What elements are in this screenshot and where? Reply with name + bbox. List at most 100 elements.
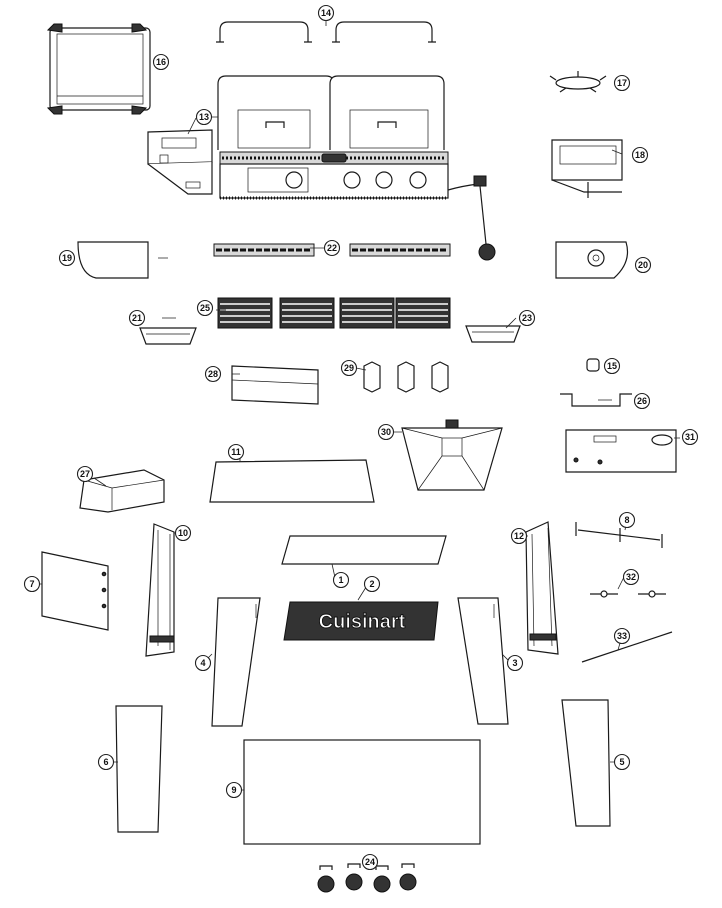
callout-label: 31	[685, 432, 695, 442]
part-right-leg	[561, 699, 611, 827]
callout-label: 20	[638, 260, 648, 270]
part-side-burner-grate	[549, 71, 607, 93]
part-side-burner-box	[565, 429, 677, 473]
callout-26: 26	[633, 392, 651, 410]
callout-label: 21	[132, 313, 142, 323]
part-gas-regulator	[447, 175, 496, 261]
callout-12: 12	[510, 527, 528, 545]
part-burners	[213, 243, 451, 257]
callout-29: 29	[340, 359, 358, 377]
callout-label: 13	[199, 112, 209, 122]
callout-10: 10	[174, 524, 192, 542]
part-side-shelf-front-right	[555, 241, 629, 279]
callout-label: 9	[231, 785, 236, 795]
part-control-housing	[79, 469, 165, 513]
callout-21: 21	[128, 309, 146, 327]
brand-logo: Cuisinart	[319, 611, 406, 633]
callout-label: 30	[381, 427, 391, 437]
callout-25: 25	[196, 299, 214, 317]
callout-9: 9	[225, 781, 243, 799]
part-bottom-panel	[243, 739, 481, 845]
callout-label: 3	[512, 658, 517, 668]
part-axle-assembly	[575, 522, 663, 548]
part-flame-tamers	[363, 361, 449, 393]
callout-label: 22	[327, 243, 337, 253]
part-front-crossbar	[281, 535, 447, 565]
callout-label: 26	[637, 396, 647, 406]
part-right-door	[457, 597, 509, 725]
part-rod	[581, 631, 673, 663]
callout-27: 27	[76, 465, 94, 483]
callout-label: 24	[365, 857, 375, 867]
part-right-side-frame	[525, 521, 559, 655]
part-cooking-grates	[217, 297, 451, 329]
part-knob-cap	[586, 358, 600, 372]
callout-label: 19	[62, 253, 72, 263]
callout-label: 16	[156, 57, 166, 67]
callout-4: 4	[194, 654, 212, 672]
callout-6: 6	[97, 753, 115, 771]
part-grease-funnel	[401, 419, 503, 491]
callout-label: 12	[514, 531, 524, 541]
callout-30: 30	[377, 423, 395, 441]
part-left-door	[211, 597, 261, 727]
callout-5: 5	[613, 753, 631, 771]
callout-14: 14	[317, 4, 335, 22]
callout-label: 15	[607, 361, 617, 371]
part-side-burner	[551, 139, 623, 198]
callout-2: 2	[363, 575, 381, 593]
callout-31: 31	[681, 428, 699, 446]
callout-24: 24	[361, 853, 379, 871]
callout-label: 23	[522, 313, 532, 323]
callout-11: 11	[227, 443, 245, 461]
callout-19: 19	[58, 249, 76, 267]
callout-22: 22	[323, 239, 341, 257]
part-logo-panel: Cuisinart	[283, 601, 439, 641]
part-bracket	[560, 393, 632, 407]
callout-label: 25	[200, 303, 210, 313]
callout-label: 17	[617, 78, 627, 88]
callout-label: 33	[617, 631, 627, 641]
callout-label: 5	[619, 757, 624, 767]
callout-8: 8	[618, 511, 636, 529]
callout-33: 33	[613, 627, 631, 645]
part-top-panel	[209, 459, 375, 503]
callout-label: 14	[321, 8, 331, 18]
part-heat-shield	[231, 365, 319, 405]
callout-label: 6	[103, 757, 108, 767]
callout-1: 1	[332, 571, 350, 589]
part-griddle-plate	[46, 23, 151, 115]
callout-label: 7	[29, 579, 34, 589]
callout-label: 10	[178, 528, 188, 538]
callout-7: 7	[23, 575, 41, 593]
callout-label: 27	[80, 469, 90, 479]
callout-label: 32	[626, 572, 636, 582]
callout-28: 28	[204, 365, 222, 383]
callout-label: 28	[208, 369, 218, 379]
part-door-hinges	[590, 590, 666, 598]
callout-label: 11	[231, 447, 241, 457]
callout-23: 23	[518, 309, 536, 327]
callout-18: 18	[631, 146, 649, 164]
part-drip-tray-right	[465, 325, 521, 343]
part-grill-body	[147, 75, 449, 200]
callout-20: 20	[634, 256, 652, 274]
part-left-leg	[115, 705, 163, 833]
callout-3: 3	[506, 654, 524, 672]
callout-32: 32	[622, 568, 640, 586]
callout-label: 18	[635, 150, 645, 160]
callout-15: 15	[603, 357, 621, 375]
callout-label: 1	[338, 575, 343, 585]
callout-label: 8	[624, 515, 629, 525]
callout-label: 4	[200, 658, 205, 668]
part-casters	[317, 863, 417, 893]
callout-17: 17	[613, 74, 631, 92]
part-side-door	[41, 551, 109, 631]
callout-label: 29	[344, 363, 354, 373]
part-left-side-frame	[145, 523, 175, 657]
part-side-shelf-front-left	[77, 241, 149, 279]
part-drip-tray-left	[139, 327, 197, 345]
callout-16: 16	[152, 53, 170, 71]
